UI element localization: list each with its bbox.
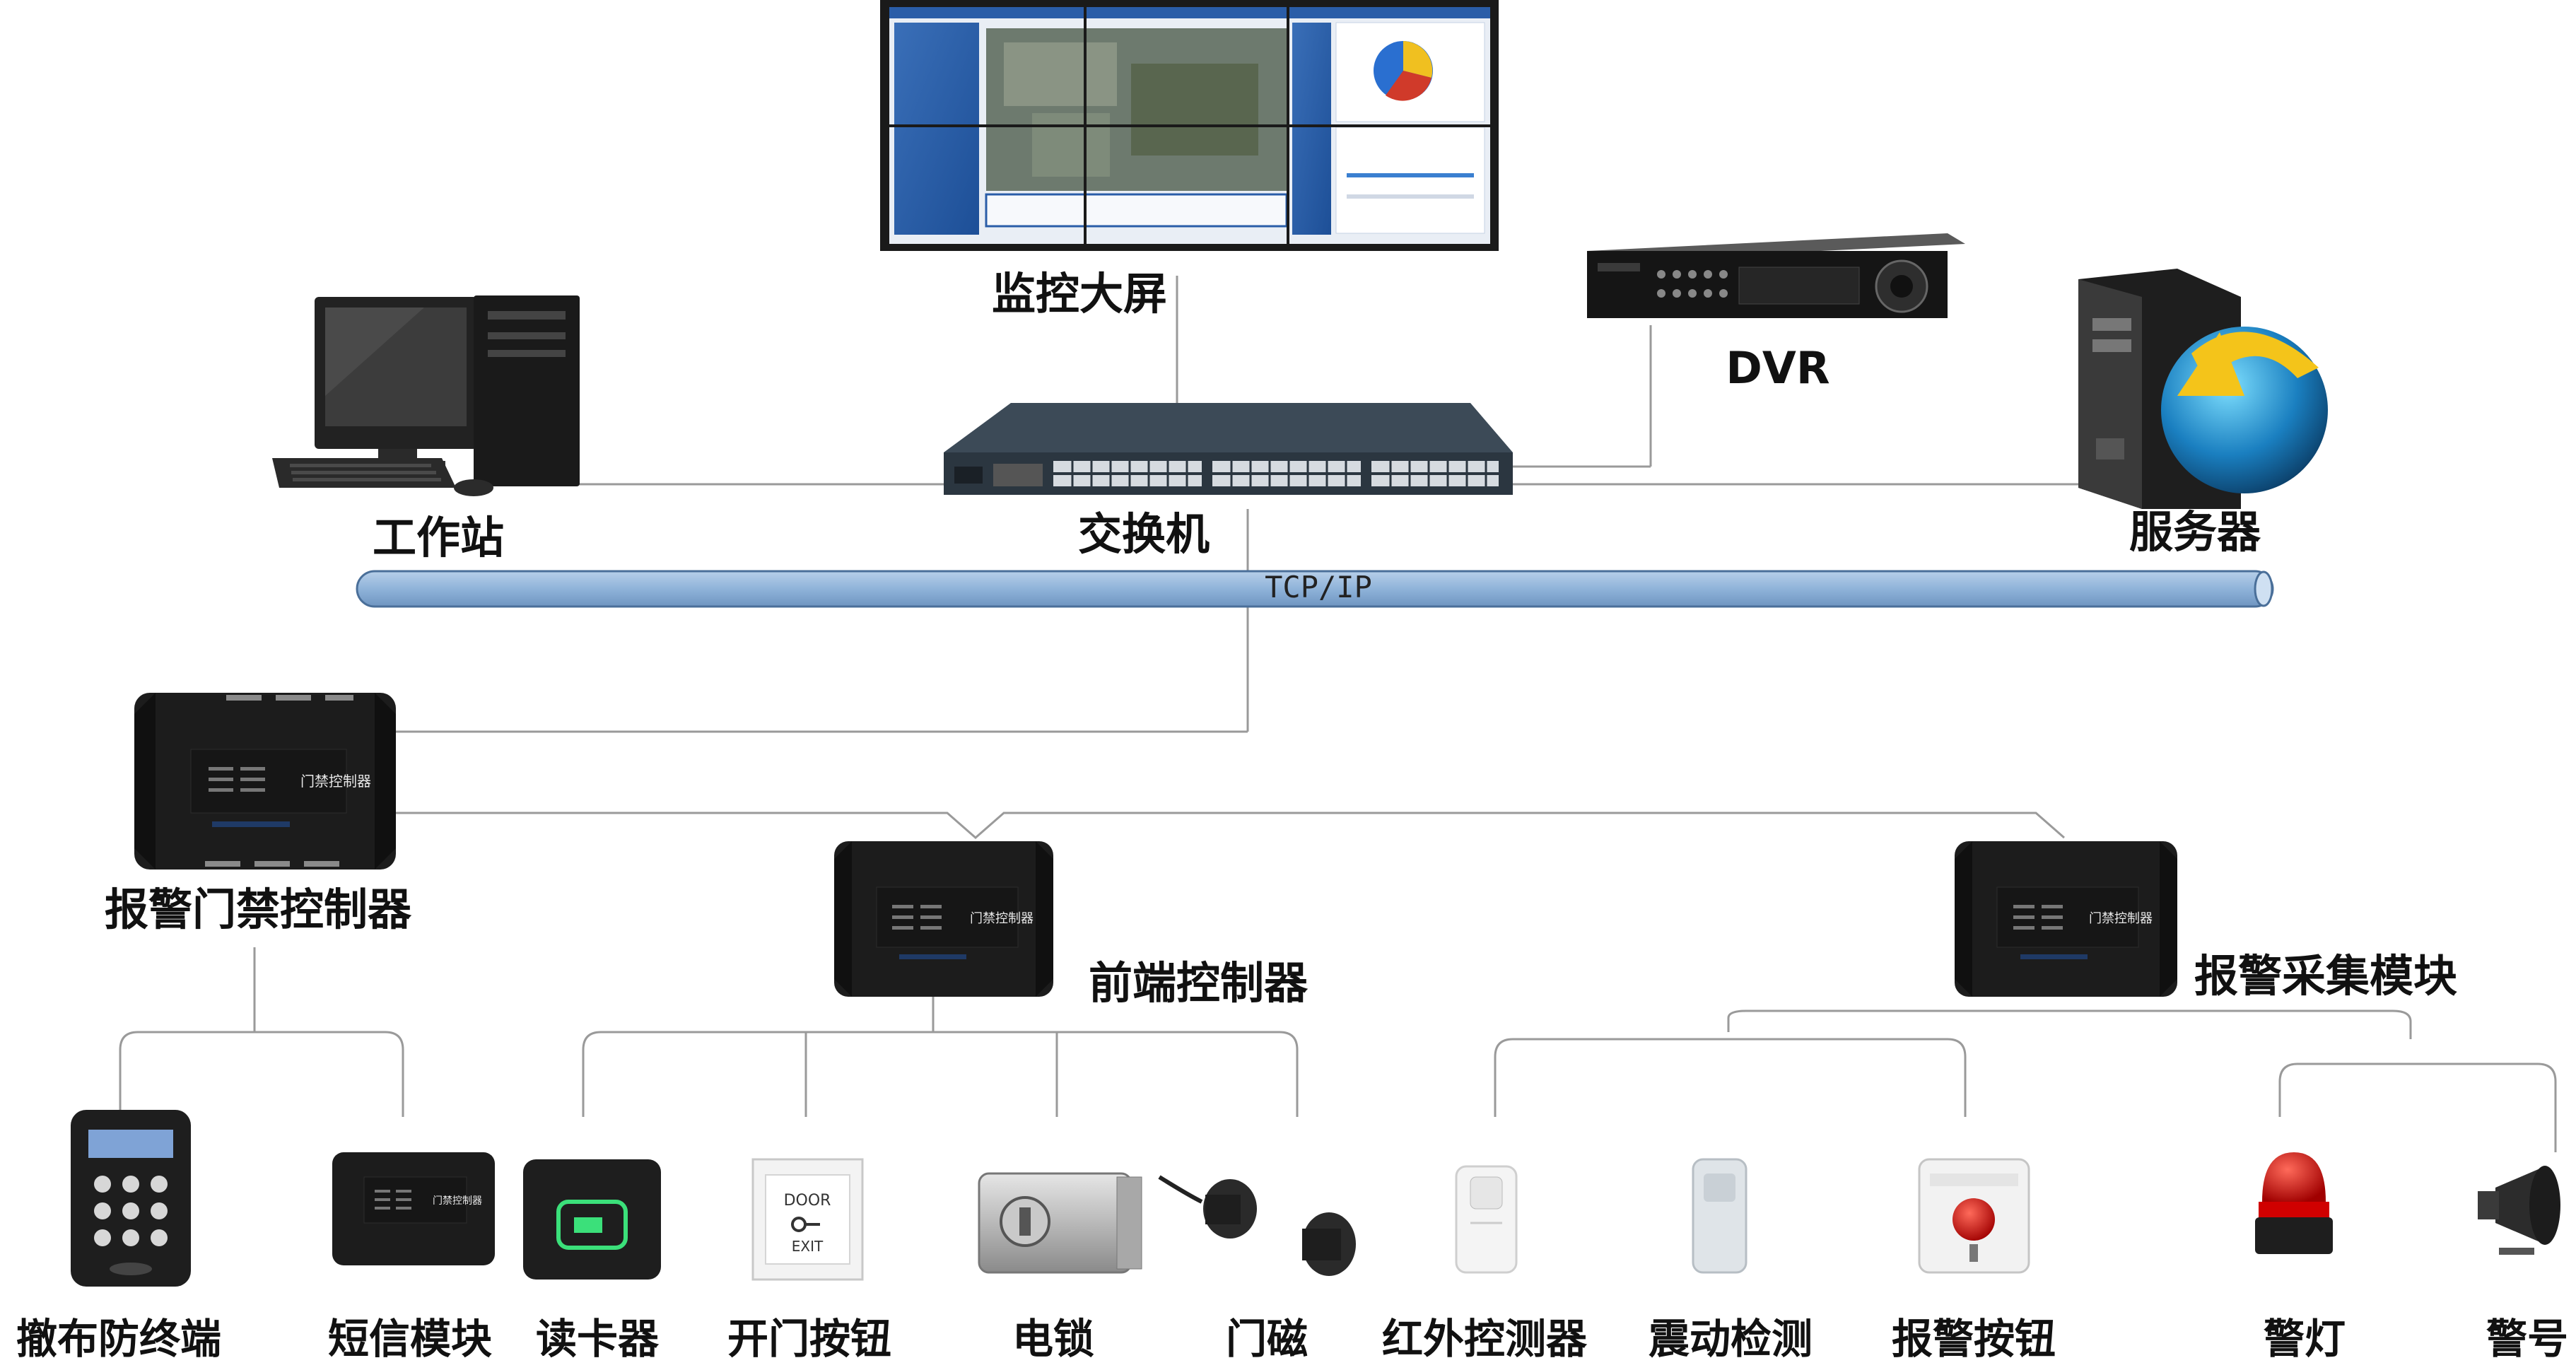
monitor-wall-label: 监控大屏 — [991, 268, 1168, 320]
card-reader-label: 读卡器 — [535, 1315, 660, 1363]
connection-lines — [119, 276, 2557, 1152]
server-icon — [2078, 269, 2328, 509]
vibration-detector-icon — [1692, 1158, 1747, 1274]
alarm-access-controller-icon: 门禁控制器 — [134, 693, 396, 870]
dvr-icon — [1587, 233, 1965, 318]
svg-text:门禁控制器: 门禁控制器 — [300, 773, 371, 790]
electric-lock-icon — [978, 1172, 1142, 1274]
svg-text:门禁控制器: 门禁控制器 — [970, 911, 1034, 926]
alarm-collection-module-icon: 门禁控制器 — [1955, 841, 2177, 997]
alarm-button-label: 报警按钮 — [1891, 1315, 2056, 1363]
svg-text:DOOR: DOOR — [784, 1192, 831, 1210]
front-controller-icon: 门禁控制器 — [834, 841, 1053, 997]
electric-lock-label: 电锁 — [1012, 1315, 1095, 1363]
alarm-access-controller-label: 报警门禁控制器 — [104, 884, 412, 935]
workstation-label: 工作站 — [372, 512, 505, 563]
warning-light-icon — [2255, 1152, 2333, 1254]
exit-button-label: 开门按钮 — [727, 1315, 892, 1363]
svg-text:EXIT: EXIT — [792, 1238, 824, 1255]
bus-label: TCP/IP — [1265, 570, 1372, 604]
sms-module-label: 短信模块 — [327, 1315, 493, 1363]
tcp-ip-bus — [356, 570, 2274, 608]
siren-icon — [2478, 1166, 2560, 1255]
arm-disarm-terminal-label: 撤布防终端 — [16, 1315, 222, 1363]
svg-text:门禁控制器: 门禁控制器 — [2089, 911, 2153, 926]
svg-text:门禁控制器: 门禁控制器 — [433, 1195, 482, 1207]
card-reader-icon — [523, 1159, 661, 1280]
keypad-terminal-icon — [71, 1110, 191, 1287]
infrared-detector-icon — [1455, 1165, 1518, 1274]
infrared-detector-label: 红外控测器 — [1381, 1315, 1588, 1363]
monitor-wall-icon — [880, 0, 1499, 251]
siren-label: 警号 — [2486, 1315, 2569, 1363]
warning-light-label: 警灯 — [2263, 1315, 2346, 1363]
exit-button-icon: DOOR EXIT — [751, 1158, 864, 1281]
alarm-button-icon — [1918, 1158, 2030, 1274]
switch-label: 交换机 — [1077, 508, 1210, 560]
server-label: 服务器 — [2129, 506, 2261, 558]
vibration-detector-label: 震动检测 — [1648, 1315, 1813, 1363]
alarm-collection-module-label: 报警采集模块 — [2194, 950, 2458, 1002]
door-magnet-label: 门磁 — [1225, 1315, 1309, 1363]
switch-icon — [944, 403, 1513, 495]
workstation-icon — [272, 295, 580, 496]
sms-module-icon: 门禁控制器 — [332, 1152, 495, 1265]
front-controller-label: 前端控制器 — [1088, 957, 1309, 1009]
dvr-label: DVR — [1726, 342, 1830, 394]
door-magnet-icon — [1158, 1175, 1356, 1276]
